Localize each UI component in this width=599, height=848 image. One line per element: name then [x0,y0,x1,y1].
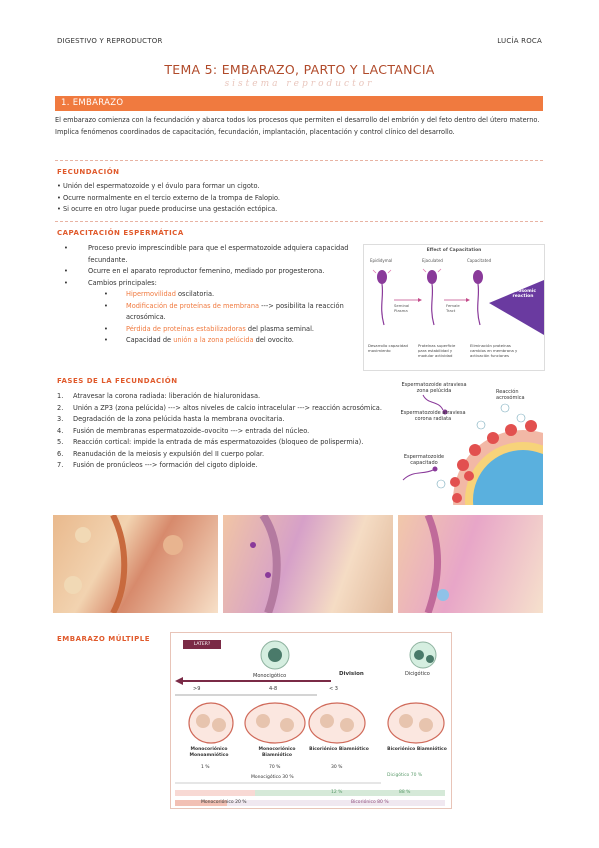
sperm-illustration [372,268,544,335]
fertilization-figure: Espermatozoide atraviesa zona pelúcida R… [393,380,543,505]
label-zona-pelucida: Espermatozoide atraviesa zona pelúcida [401,382,467,394]
caption-1: Desarrollo capacidad movimiento [368,343,408,353]
label-bi-bi-2: Bicoriónico Biamniótico [387,747,447,752]
dicigotico-label: Dicigótico [405,671,430,677]
list-item: 2.Unión a ZP3 (zona pelúcida) ---> altos… [57,403,382,412]
list-item: 3.Degradación de la zona pelúcida hasta … [57,415,285,423]
list-capacitacion: •Proceso previo imprescindible para que … [64,243,356,347]
label-female-tract: Female Tract [446,303,460,313]
bico-80: Bicoriónico 80 % [351,800,389,805]
fusion-illustration-2 [250,515,281,613]
list-item: •Cambios principales: [64,278,157,287]
label-capacitado: Espermatozoide capacitado [403,454,445,466]
fusion-photo-1 [53,515,218,613]
label-seminal-plasma: Seminal Plasma [394,303,410,313]
dici-70: Dicigótico 70 % [387,773,423,778]
capacitation-figure: Effect of Capacitation Epididymal Ejacul… [363,244,545,371]
label-corona-radiata: Espermatozoide atraviesa corona radiata [400,410,466,422]
header-author: LUCÍA ROCA [497,37,542,45]
list-item: •Ocurre en el aparato reproductor femeni… [64,267,325,275]
fusion-photo-2 [223,515,393,613]
pct-30: 30 % [331,765,343,770]
heading-embarazo-multiple: EMBARAZO MÚLTIPLE [57,635,150,643]
list-item: • Ocurre normalmente en el tercio extern… [57,193,281,202]
caption-3: Eliminación proteínas cambios en membran… [470,343,518,358]
list-item: •Modificación de proteínas de membrana -… [104,301,344,322]
page-subtitle: sistema reproductor [224,79,375,89]
list-fases: 1.Atravesar la corona radiada: liberació… [57,391,392,472]
egg-illustration [402,394,543,505]
list-item: •Capacidad de unión a la zona pelúcida d… [104,336,294,344]
twins-figure: LATER? Division Monocigótico Dicigótico … [170,632,452,809]
list-item: •Hipermovilidad oscilatoria. [104,290,215,298]
label-ejaculated: Ejaculated [422,258,443,263]
label-capacitated: Capacitated [467,258,492,263]
label-mono-mono: Monocoriónico Monoamniótico [189,747,229,758]
divider [55,221,543,222]
division-label: Division [339,671,364,677]
fusion-illustration-1 [64,515,183,613]
list-item: • Si ocurre en otro lugar puede producir… [57,205,278,213]
list-item: 7.Fusión de pronúcleos ---> formación de… [57,461,258,469]
list-item: 5.Reacción cortical: impide la entrada d… [57,438,364,446]
label-epididymal: Epididymal [370,258,393,263]
acrosomic-reaction-badge: Acrosomic reaction [509,289,537,299]
list-fecundacion: • Unión del espermatozoide y el óvulo pa… [57,181,487,216]
divider [55,160,543,161]
label-bi-bi-1: Bicoriónico Biamniótico [309,747,369,752]
section-bar-embarazo: 1. EMBARAZO [55,96,543,111]
figure-title: Effect of Capacitation [426,248,482,253]
days-range: 4-8 [269,686,278,692]
label-reaccion-acrosomica: Reacción acrosómica [496,389,525,401]
days-lt3: < 3 [329,686,338,692]
pct-1: 1 % [201,765,210,770]
heading-fases: FASES DE LA FECUNDACIÓN [57,377,178,385]
caption-2: Proteínas superficie para estabilidad y … [418,343,456,358]
pct-70: 70 % [269,765,281,770]
label-mono-bi: Monocoriónico Biamniótico [258,747,296,758]
list-item: 6.Reanudación de la meiosis y expulsión … [57,449,265,458]
list-item: •Pérdida de proteínas estabilizadoras de… [104,324,315,333]
list-item: •Proceso previo imprescindible para que … [64,244,349,264]
section-label: 1. EMBARAZO [61,98,124,108]
list-item: 1.Atravesar la corona radiada: liberació… [57,392,261,400]
pct-12: 12 % [331,790,343,795]
list-item: 4.Fusión de membranas espermatozoide–ovo… [57,426,310,435]
header-subject: DIGESTIVO Y REPRODUCTOR [57,37,163,45]
days-gt9: >9 [193,686,201,692]
twins-illustration [175,640,445,806]
heading-fecundacion: FECUNDACIÓN [57,168,120,176]
later-badge: LATER? [183,640,221,649]
monocigotico-label: Monocigótico [253,673,287,679]
mono-20: Monocoriónico 20 % [201,800,247,805]
pct-88: 88 % [399,790,411,795]
fusion-illustration-3 [424,515,449,613]
fusion-photo-3 [398,515,543,613]
intro-paragraph: El embarazo comienza con la fecundación … [55,116,540,136]
list-item: • Unión del espermatozoide y el óvulo pa… [57,182,260,190]
heading-capacitacion: CAPACITACIÓN ESPERMÁTICA [57,229,184,237]
mono-30: Monocigótico 30 % [251,775,294,780]
page-title: TEMA 5: EMBARAZO, PARTO Y LACTANCIA [164,62,435,77]
